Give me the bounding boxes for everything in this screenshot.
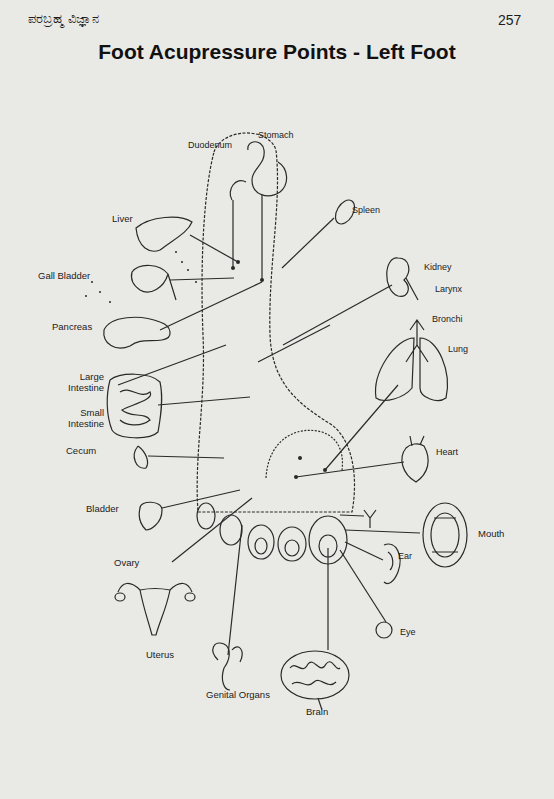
leader-line (118, 345, 226, 385)
cecum-drawing (134, 446, 147, 468)
ovary-drawing (115, 593, 125, 601)
kidney-drawing (387, 258, 418, 300)
organ-label: Small Intestine (54, 408, 104, 430)
stipple-dot (99, 291, 101, 293)
organ-label: Eye (400, 627, 416, 637)
organ-label: Liver (112, 214, 133, 225)
leader-line (160, 282, 262, 330)
toe (220, 515, 242, 545)
genital-drawing (213, 643, 242, 690)
organ-label: Uterus (146, 650, 174, 661)
organ-label: Pancreas (52, 322, 92, 333)
leader-line (148, 456, 224, 458)
leader-line (340, 550, 386, 622)
leader-line (261, 195, 262, 280)
organ-label: Stomach (258, 130, 294, 140)
point-dot (323, 468, 327, 472)
organ-label: Ear (398, 551, 412, 561)
stipple-dot (85, 295, 87, 297)
leader-line (283, 285, 392, 345)
organ-label: Kidney (424, 262, 452, 272)
ball-line (266, 430, 342, 478)
point-dot (260, 278, 264, 282)
toe-nail (255, 538, 267, 554)
organ-label: Spleen (352, 205, 380, 215)
leader-line (296, 462, 404, 477)
liver-drawing (136, 217, 192, 251)
leader-line (258, 325, 330, 362)
stipple-dot (195, 281, 197, 283)
toe-nail (285, 540, 299, 556)
eye-drawing (376, 622, 392, 638)
organ-label: Heart (436, 447, 458, 457)
stomach-drawing (248, 142, 287, 196)
gall-bladder-drawing (131, 265, 176, 300)
intestine-drawing (107, 374, 161, 438)
organ-label: Bronchi (432, 314, 463, 324)
brain-drawing (281, 651, 349, 699)
leader-line (232, 200, 233, 268)
leader-line (325, 385, 398, 470)
organ-label: Large Intestine (54, 372, 104, 394)
stipple-dot (187, 269, 189, 271)
point-dot (298, 456, 302, 460)
stipple-dot (175, 251, 177, 253)
organ-label: Ovary (114, 558, 139, 569)
uterus-drawing (118, 583, 192, 635)
leader-line (345, 530, 420, 533)
bladder-drawing (139, 502, 162, 530)
organ-label: Gall Bladder (38, 271, 90, 282)
point-dot (236, 260, 240, 264)
leader-line (327, 548, 328, 650)
mouth-drawing (431, 513, 459, 557)
point-dot (294, 475, 298, 479)
leader-line (340, 515, 364, 516)
organ-label: Lung (448, 344, 468, 354)
stipple-dot (181, 261, 183, 263)
lung-drawing (376, 338, 448, 400)
organ-label: Larynx (435, 284, 462, 294)
organ-label: Cecum (66, 446, 96, 457)
leader-line (190, 235, 238, 262)
organ-label: Genital Organs (206, 690, 270, 701)
teeth-drawing (432, 518, 458, 552)
stipple-dot (109, 301, 111, 303)
page-header: ಪರಬ್ರಹ್ಮ ವಿಜ್ಞಾನ (28, 12, 99, 27)
leader-line (172, 498, 252, 562)
toe (248, 525, 274, 559)
ear-drawing (384, 544, 400, 583)
leader-line (282, 218, 334, 268)
title: Foot Acupressure Points - Left Foot (0, 40, 554, 64)
heart-drawing (402, 436, 428, 482)
pancreas-drawing (104, 317, 170, 348)
toe (197, 503, 215, 529)
organ-label: Mouth (478, 529, 504, 540)
ovary-drawing (185, 593, 195, 601)
toe (278, 527, 306, 561)
foot-outline (197, 133, 354, 512)
point-dot (231, 266, 235, 270)
leader-line (228, 525, 242, 655)
stipple-dot (91, 281, 93, 283)
larynx-drawing (410, 320, 424, 345)
leader-line (345, 542, 383, 560)
small-organ-drawing (364, 510, 376, 528)
page-header: 257 (498, 12, 521, 28)
mouth-drawing (423, 503, 467, 567)
leader-line (158, 397, 250, 405)
leader-line (170, 278, 234, 280)
organ-label: Bladder (86, 504, 119, 515)
organ-label: Brain (306, 707, 328, 718)
organ-label: Duodenum (188, 140, 232, 150)
duodenum-drawing (230, 181, 246, 200)
brain-folds (290, 662, 340, 710)
leader-line (162, 490, 240, 508)
